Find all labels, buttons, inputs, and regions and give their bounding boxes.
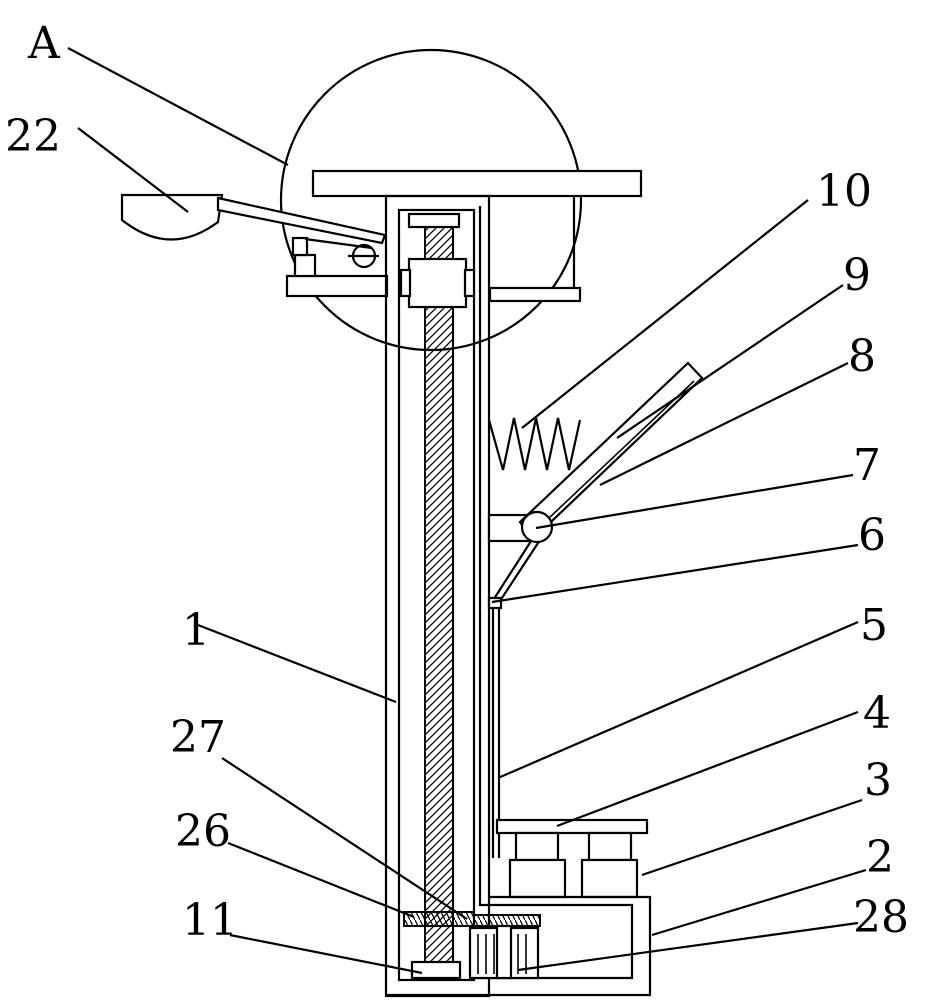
label-10: 10 [816,166,872,217]
label-1: 1 [182,605,210,656]
base-housing-2 [386,895,652,997]
top-bearing [407,212,461,229]
column-1 [384,194,491,998]
leader-lines [67,47,867,975]
label-5: 5 [860,600,888,651]
label-2: 2 [866,832,894,883]
platform-4 [495,818,649,862]
label-22: 22 [5,111,61,162]
spring-10 [487,417,582,471]
label-3: 3 [864,755,892,806]
tilted-plate-9 [491,361,704,605]
gear-27 [473,914,541,927]
label-26: 26 [175,806,231,857]
label-7: 7 [853,440,881,491]
label-a: A [27,18,61,69]
label-28: 28 [853,892,909,943]
label-4: 4 [863,688,891,739]
label-9: 9 [843,250,871,301]
supports-3 [508,858,639,899]
screw-rod [424,225,454,967]
gear-26 [403,911,475,927]
top-plate [311,169,643,198]
rod-5 [487,596,503,858]
label-11: 11 [182,895,238,946]
label-27: 27 [170,712,226,763]
slider-nut [399,257,476,309]
bowl-22 [120,193,387,245]
motor-28 [468,924,540,980]
bottom-bearing-11 [410,960,462,980]
label-6: 6 [858,510,886,561]
label-8: 8 [848,331,876,382]
left-bracket [285,236,389,298]
right-support-arm [488,196,582,303]
